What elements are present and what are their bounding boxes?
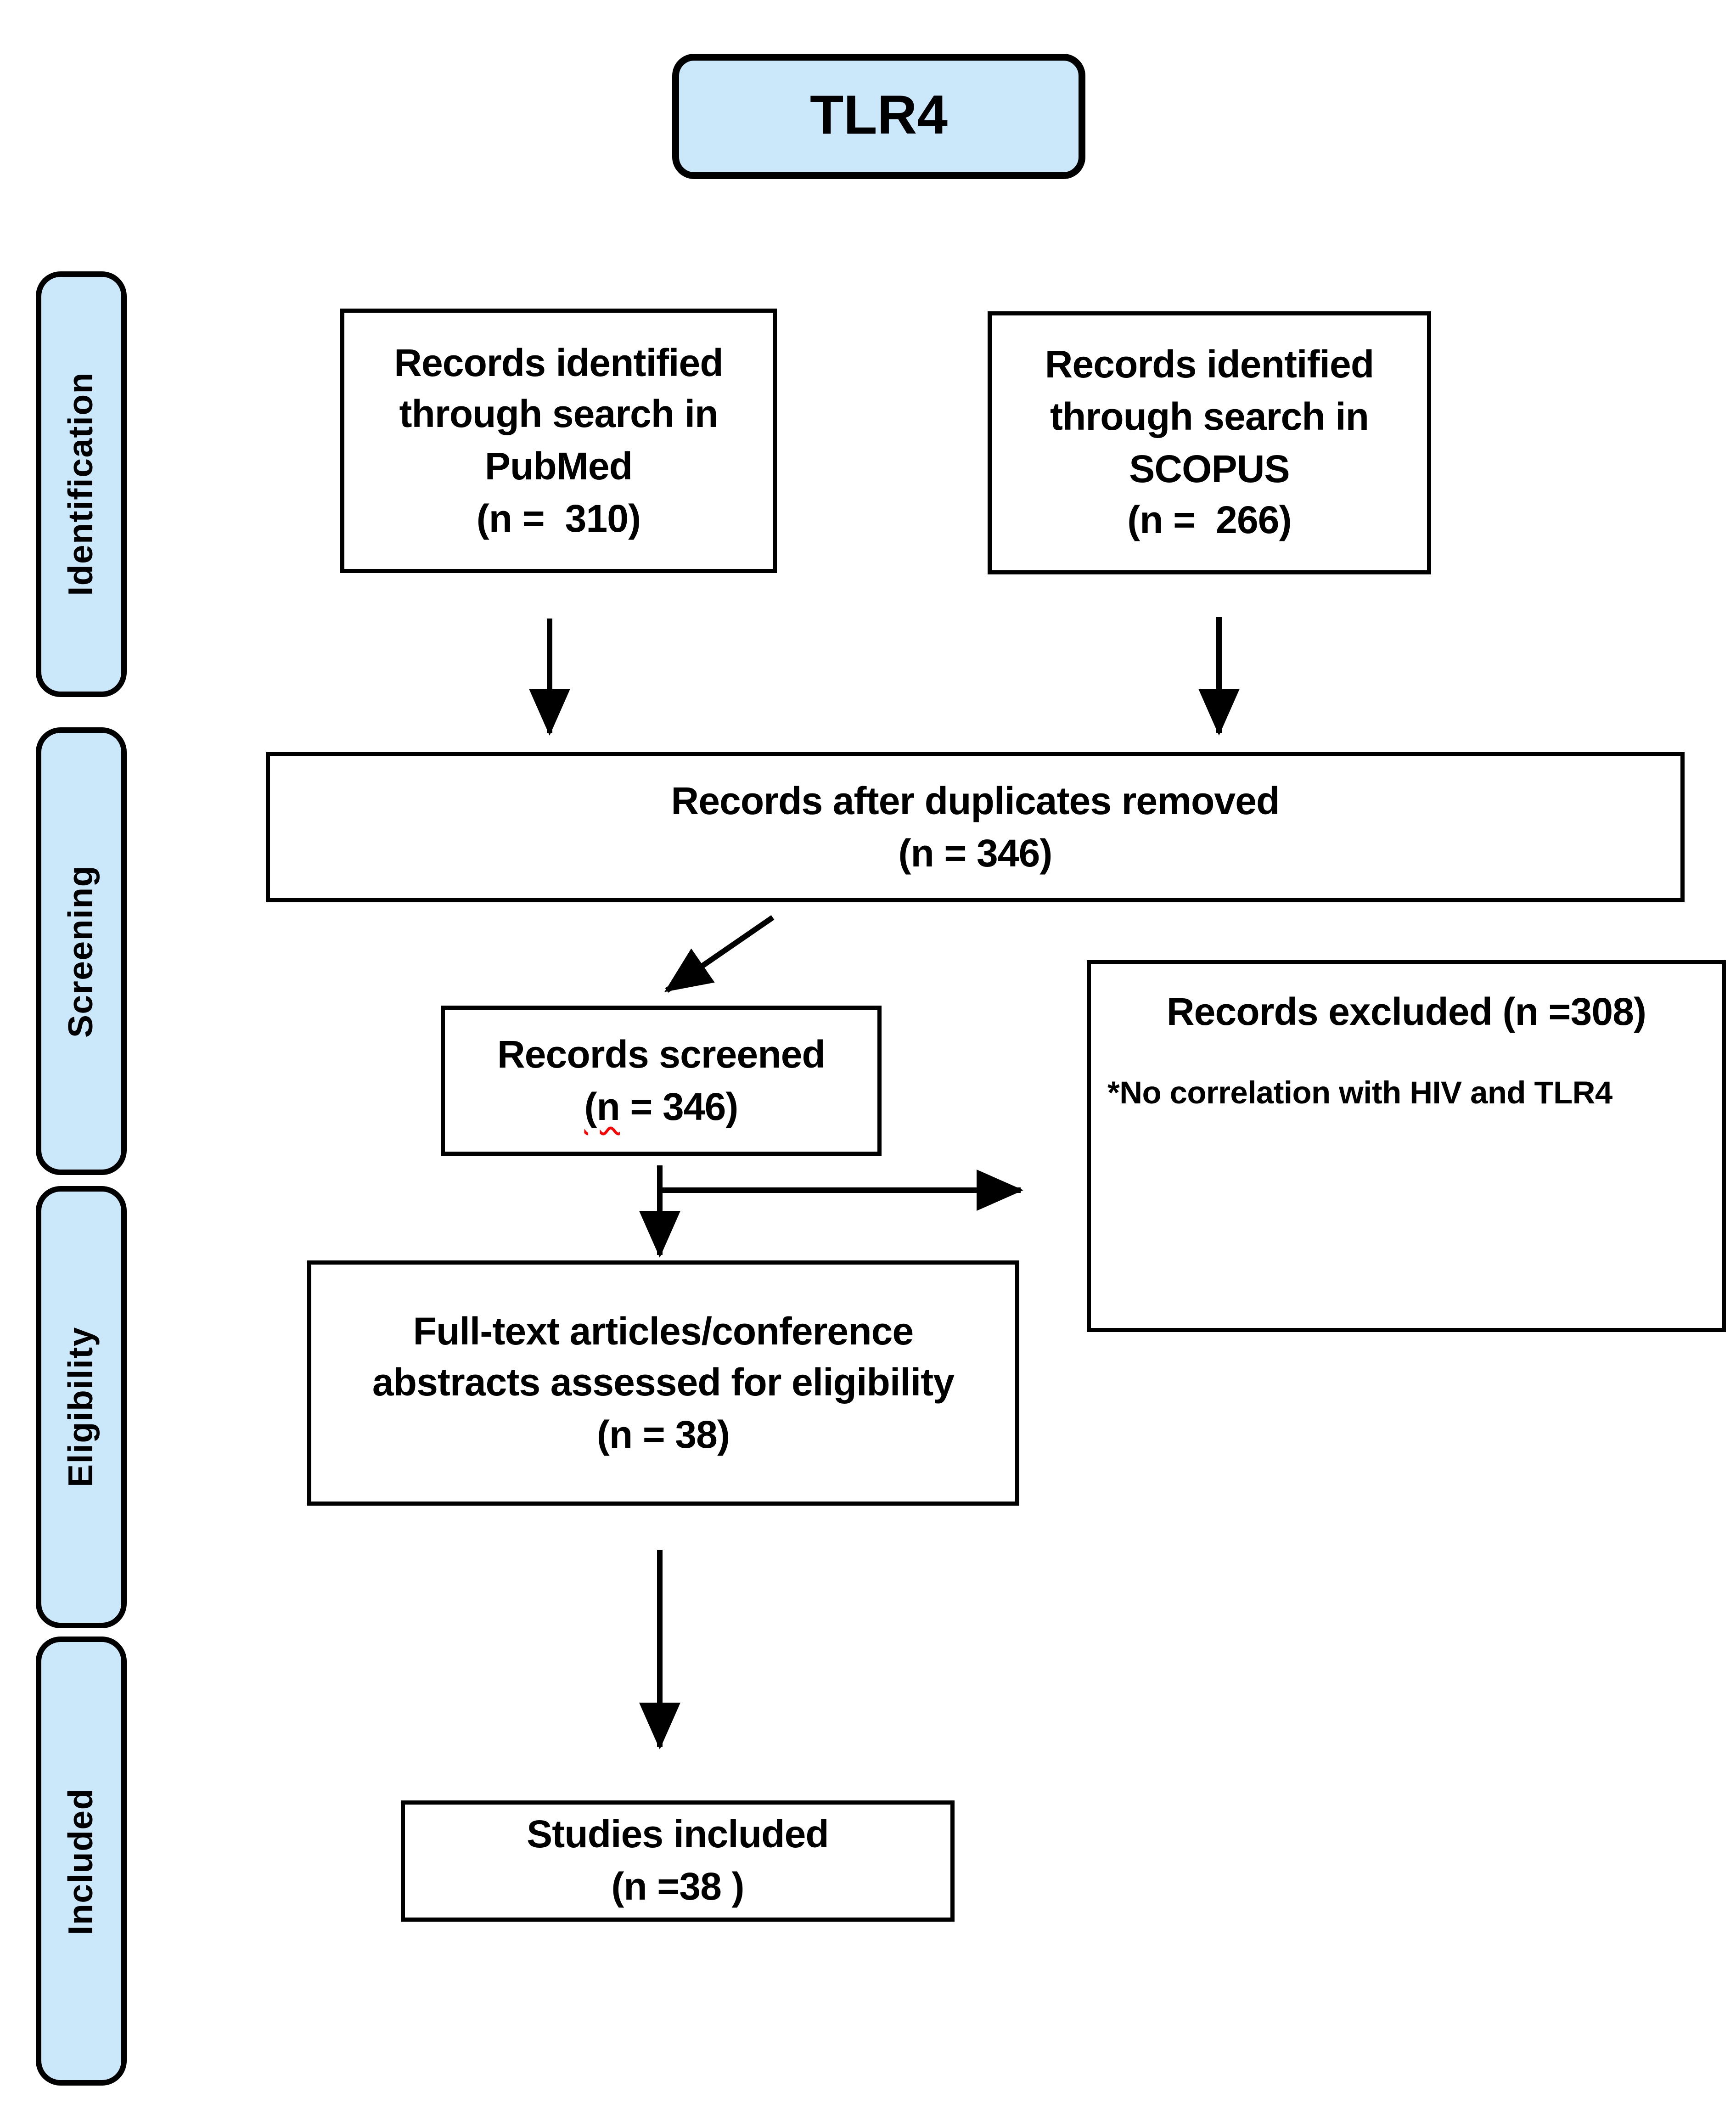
- box-text-line: Studies included: [527, 1813, 829, 1856]
- box-text-line: (n = 310): [476, 496, 641, 540]
- box-text-line: Records identified: [1045, 343, 1375, 387]
- exclusion-reason-note: *No correlation with HIV and TLR4: [1107, 1074, 1612, 1110]
- stage-label-screening: Screening: [36, 727, 127, 1175]
- box-records-identified-scopus: Records identified through search in SCO…: [988, 311, 1431, 574]
- box-text-line: abstracts assessed for eligibility: [372, 1361, 955, 1404]
- stage-label-eligibility: Eligibility: [36, 1186, 127, 1628]
- stage-label-text: Identification: [61, 372, 100, 596]
- box-fulltext-assessed: Full-text articles/conference abstracts …: [307, 1260, 1019, 1506]
- box-text-line: (n =38 ): [611, 1865, 744, 1908]
- box-text-line: through search in: [399, 393, 718, 436]
- stage-label-text: Included: [61, 1787, 100, 1935]
- spellcheck-squiggle: (n: [584, 1085, 620, 1128]
- title-box: TLR4: [672, 54, 1085, 179]
- stage-label-text: Eligibility: [61, 1327, 100, 1488]
- box-heading: Records excluded (n =308): [1166, 990, 1646, 1033]
- box-text-line-rest: = 346): [619, 1085, 738, 1128]
- box-text-line: (n = 38): [596, 1413, 730, 1456]
- diagram-title: TLR4: [810, 85, 948, 146]
- stage-label-included: Included: [36, 1637, 127, 2086]
- box-records-identified-pubmed: Records identified through search in Pub…: [340, 309, 777, 573]
- stage-label-text: Screening: [61, 865, 100, 1038]
- stage-label-identification: Identification: [36, 271, 127, 697]
- box-text-line: (n = 346): [898, 831, 1052, 874]
- box-records-after-duplicates-removed: Records after duplicates removed (n = 34…: [266, 752, 1685, 902]
- box-text-line: Records screened: [497, 1033, 826, 1076]
- box-text-line: SCOPUS: [1129, 447, 1290, 490]
- box-records-screened: Records screened (n = 346): [441, 1006, 882, 1156]
- box-studies-included: Studies included (n =38 ): [401, 1800, 955, 1922]
- box-text-line: Records identified: [394, 341, 724, 384]
- box-records-excluded: Records excluded (n =308) *No correlatio…: [1087, 960, 1726, 1332]
- arrow-duplicates-to-screened: [664, 915, 775, 993]
- box-text-line: (n = 266): [1127, 499, 1292, 542]
- box-text-line: through search in: [1050, 395, 1369, 438]
- box-text-line: PubMed: [484, 445, 633, 488]
- box-text-line: Records after duplicates removed: [671, 779, 1280, 822]
- box-text-line: (n = 346): [584, 1081, 738, 1133]
- box-text-line: Full-text articles/conference: [413, 1310, 914, 1353]
